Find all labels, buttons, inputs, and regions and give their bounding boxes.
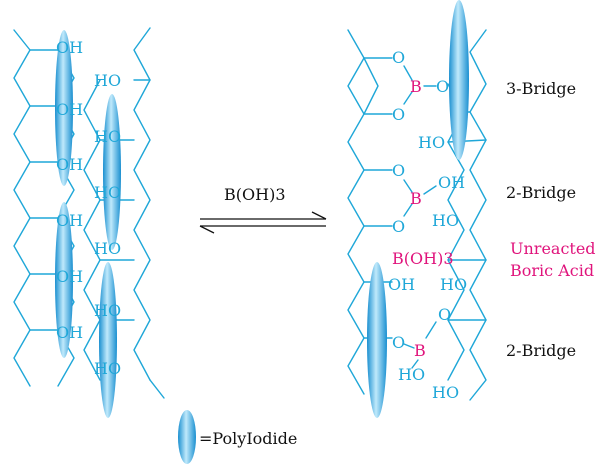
oxygen-label: O [392, 105, 405, 124]
ho-label: HO [398, 365, 425, 384]
oh-label: OH [56, 38, 83, 57]
bridge-label: 2-Bridge [506, 183, 576, 202]
borate-bridges: O O B O HO O O B OH HO B(OH)3 OH HO O O … [388, 48, 467, 402]
oh-label: OH [438, 173, 465, 192]
ho-label: HO [94, 183, 121, 202]
legend: =PolyIodide [178, 410, 297, 464]
oxygen-label: O [438, 305, 451, 324]
unreacted-label: Boric Acid [510, 261, 594, 280]
ho-label: HO [432, 383, 459, 402]
left-polyiodide-chains [55, 30, 121, 418]
oh-label: OH [56, 323, 83, 342]
ho-label: HO [94, 301, 121, 320]
oh-label: OH [56, 211, 83, 230]
oxygen-label: O [392, 161, 405, 180]
ho-label: HO [94, 127, 121, 146]
polyiodide-ellipse [367, 262, 387, 418]
left-polymer-chains [13, 27, 165, 399]
ho-label: HO [432, 211, 459, 230]
polyiodide-ellipse [55, 30, 73, 186]
oxygen-label: O [436, 77, 449, 96]
boron-atom: B [410, 189, 422, 208]
equilibrium-arrows: B(OH)3 [199, 185, 327, 234]
polyiodide-ellipse [103, 94, 121, 250]
ho-label: HO [418, 133, 445, 152]
bridge-label: 3-Bridge [506, 79, 576, 98]
oxygen-label: O [392, 333, 405, 352]
oxygen-label: O [392, 48, 405, 67]
oh-label: OH [56, 267, 83, 286]
legend-label: =PolyIodide [199, 429, 297, 448]
bridge-label: 2-Bridge [506, 341, 576, 360]
polyiodide-ellipse [55, 202, 73, 358]
reagent-label: B(OH)3 [224, 185, 286, 204]
boron-atom: B [414, 341, 426, 360]
ho-label: HO [440, 275, 467, 294]
unreacted-label: Unreacted [510, 239, 596, 258]
free-boric-acid: B(OH)3 [392, 249, 454, 268]
legend-polyiodide-icon [178, 410, 196, 464]
polyiodide-ellipse [449, 0, 469, 160]
boron-atom: B [410, 77, 422, 96]
oxygen-label: O [392, 217, 405, 236]
right-polyiodide-chains [367, 0, 469, 418]
oh-label: OH [388, 275, 415, 294]
bridge-annotations: 3-Bridge 2-Bridge Unreacted Boric Acid 2… [506, 79, 596, 360]
ho-label: HO [94, 71, 121, 90]
ho-label: HO [94, 359, 121, 378]
oh-label: OH [56, 155, 83, 174]
polyiodide-ellipse [99, 262, 117, 418]
oh-label: OH [56, 100, 83, 119]
ho-label: HO [94, 239, 121, 258]
left-hydroxyl-labels: OH OH OH OH OH OH HO HO HO HO HO HO [56, 38, 121, 378]
